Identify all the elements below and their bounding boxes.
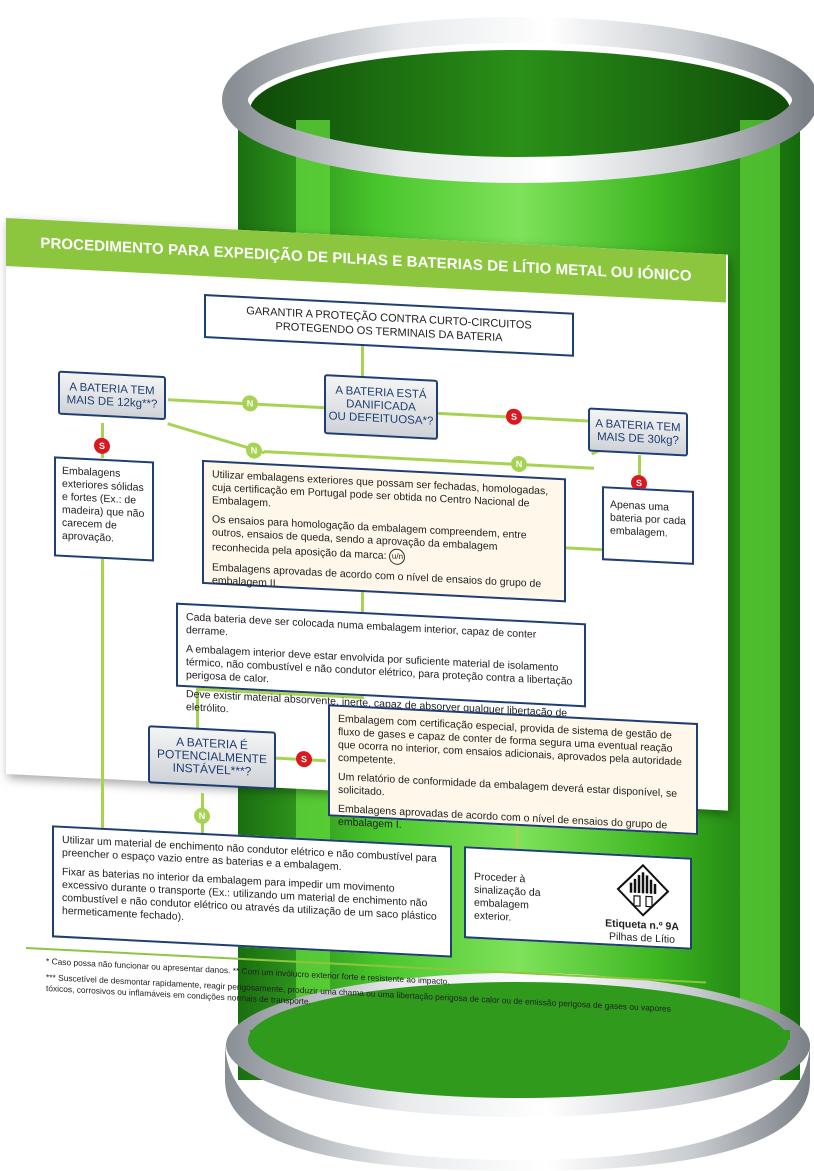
decision-damaged: A BATERIA ESTÁ DANIFICADA OU DEFEITUOSA*… <box>324 374 438 440</box>
connector-line <box>101 557 104 848</box>
filling-material-p2: Fixar as baterias no interior da embalag… <box>62 865 437 924</box>
yes-badge: S <box>94 437 110 455</box>
hazard-class-9-icon <box>616 863 670 917</box>
strong-packaging-text: Embalagens exteriores sólidas e fortes (… <box>62 464 145 545</box>
yes-badge: S <box>296 750 312 768</box>
marking-box: Proceder à sinalização da embalagem exte… <box>464 846 692 950</box>
no-badge: N <box>246 442 262 459</box>
one-battery-text: Apenas uma bateria por cada embalagem. <box>610 498 686 540</box>
strong-packaging-box: Embalagens exteriores sólidas e fortes (… <box>54 456 154 562</box>
procedure-sheet: PROCEDIMENTO PARA EXPEDIÇÃO DE PILHAS E … <box>6 218 728 1014</box>
filling-material-box: Utilizar um material de enchimento não c… <box>52 825 452 958</box>
one-battery-box: Apenas uma bateria por cada embalagem. <box>602 486 694 565</box>
no-badge: N <box>194 807 210 825</box>
yes-badge: S <box>506 408 522 426</box>
decision-more-than-12kg: A BATERIA TEM MAIS DE 12kg**? <box>58 370 166 421</box>
marking-text: Proceder à sinalização da embalagem exte… <box>474 870 541 924</box>
special-certification-box: Embalagem com certificação especial, pro… <box>328 704 698 836</box>
decision-more-than-30kg: A BATERIA TEM MAIS DE 30kg? <box>588 407 688 457</box>
special-certification-p1: Embalagem com certificação especial, pro… <box>338 712 682 769</box>
approved-packaging-box: Utilizar embalagens exteriores que possa… <box>202 459 566 603</box>
no-badge: N <box>511 455 527 473</box>
no-badge: N <box>242 394 258 412</box>
un-mark-icon: u/n <box>389 548 406 566</box>
decision-unstable: A BATERIA É POTENCIALMENTE INSTÁVEL***? <box>148 725 276 790</box>
